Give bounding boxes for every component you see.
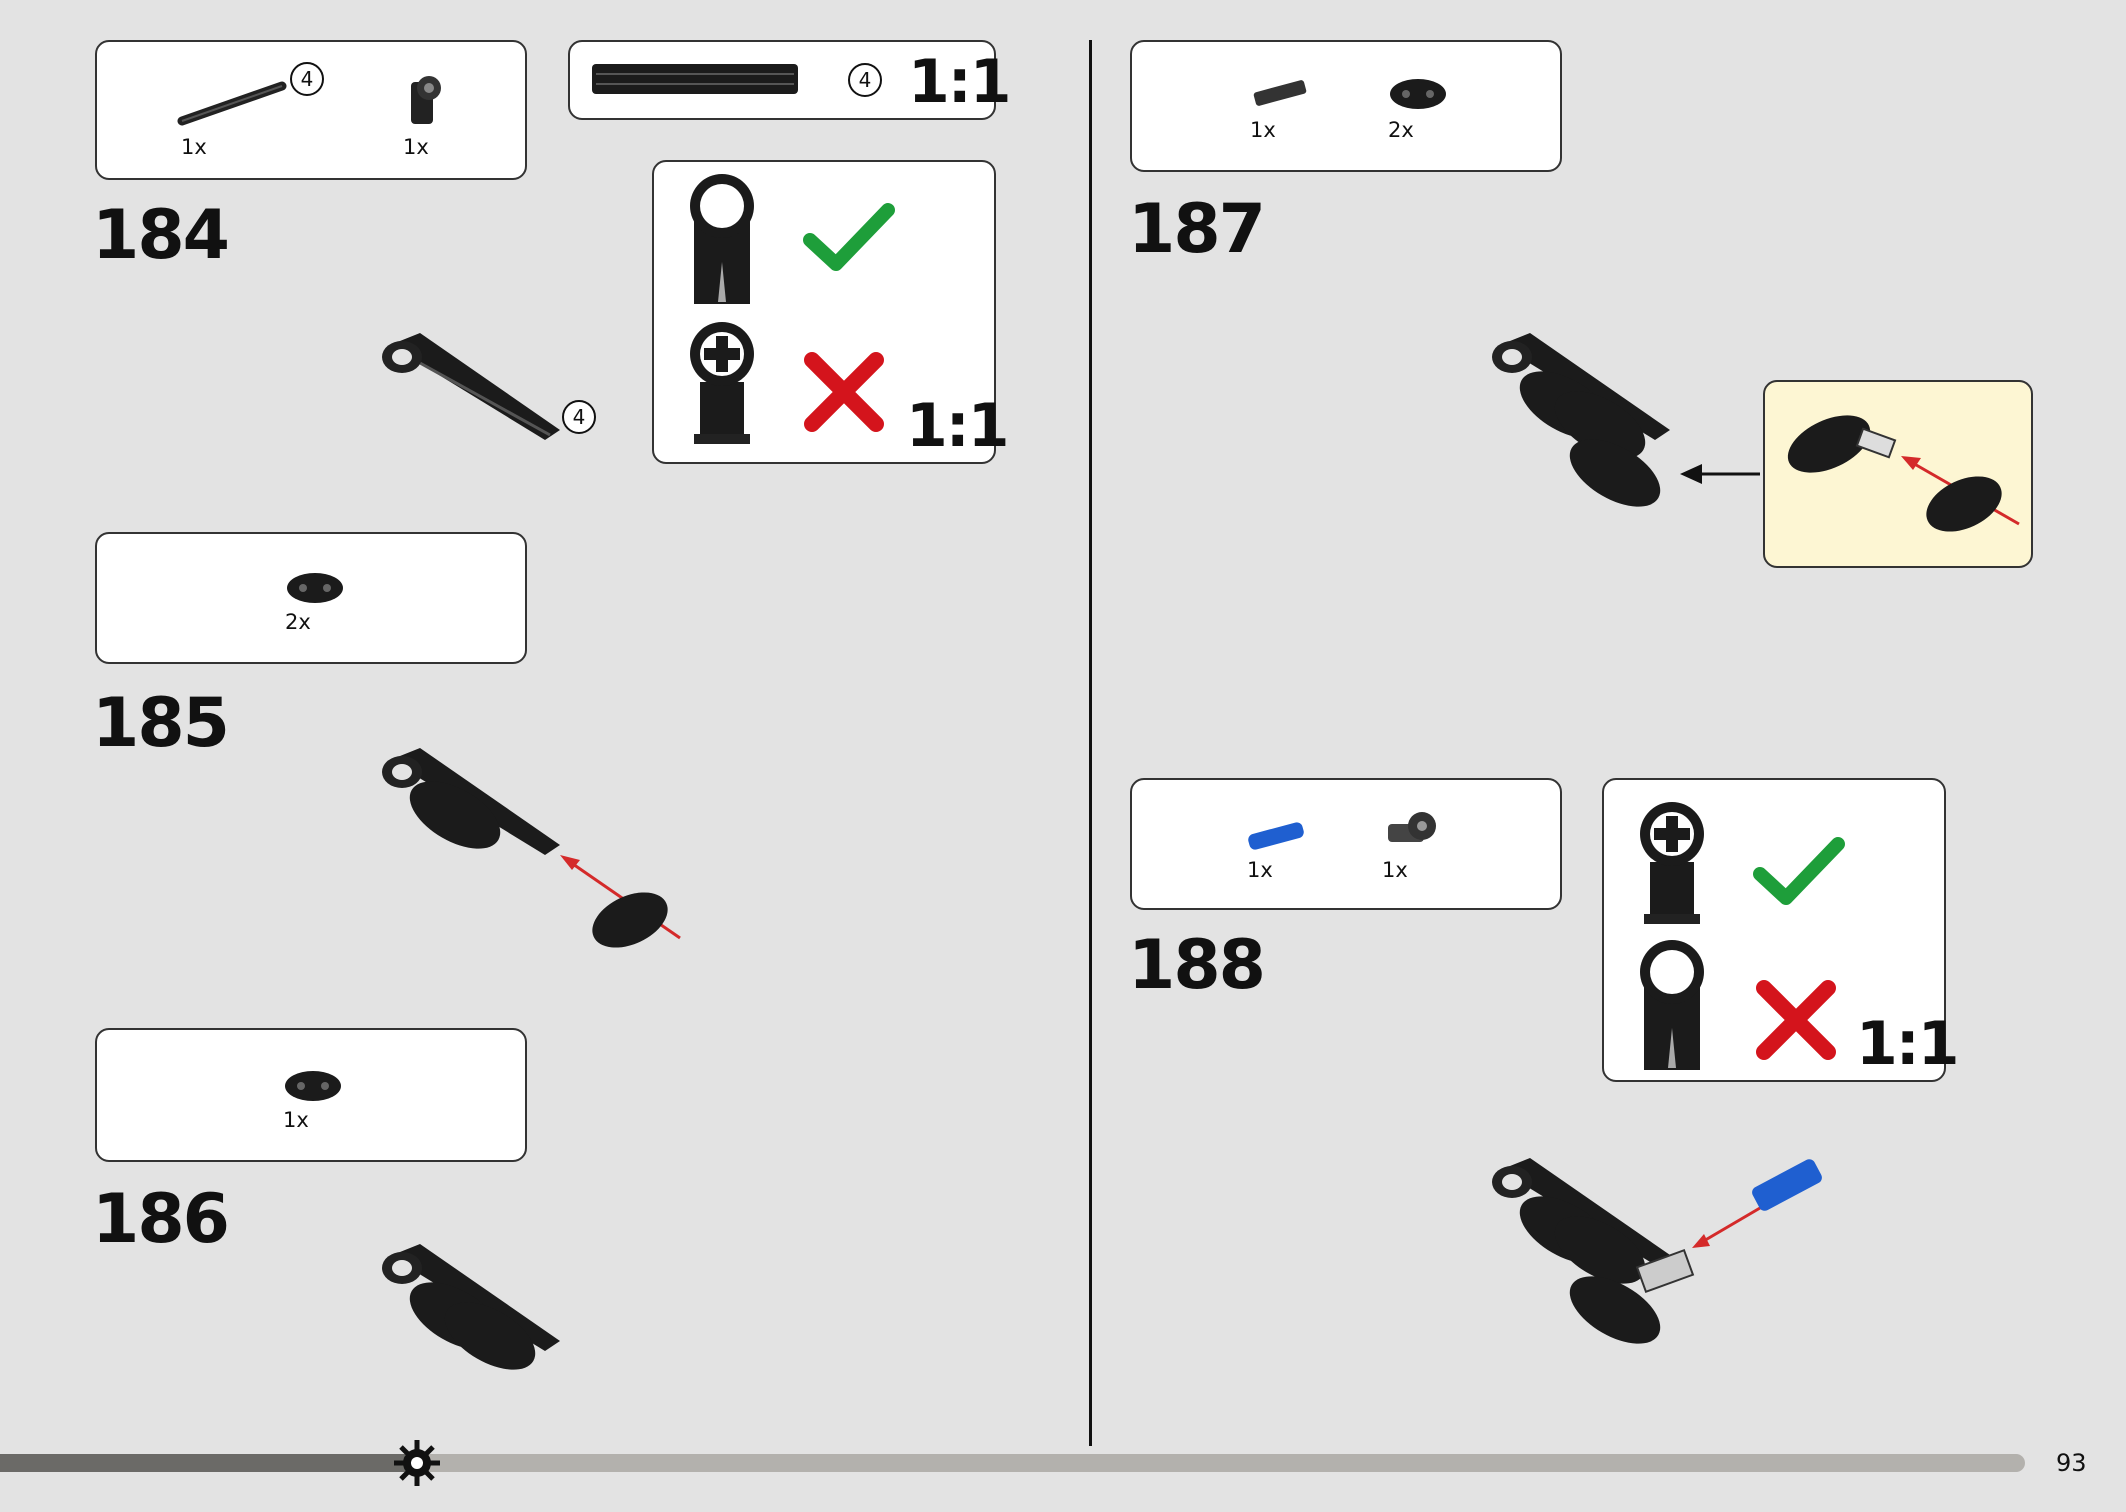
blue-pin-part-icon [1248,822,1304,850]
step-number: 188 [1128,926,1266,1005]
axle-length-badge: 4 [562,400,596,434]
connector-part-icon [1388,812,1436,842]
axle-length-badge: 4 [848,63,882,97]
step-number: 185 [92,684,230,763]
page-divider [1089,40,1092,1446]
step-number: 184 [92,196,230,275]
parts-list-188: 1x 1x [1130,778,1562,910]
axle-part-icon [177,81,287,126]
axle-scale-bar-icon [592,64,798,94]
parts-list-186: 1x [95,1028,527,1162]
beam-round-hole-icon [690,174,754,304]
progress-fill [0,1454,405,1472]
gear-icon [394,1440,440,1486]
beam-round-hole-icon [1640,940,1704,1070]
check-icon [1753,837,1845,905]
axle-length-badge: 4 [290,62,324,96]
link-part-icon [1390,79,1446,109]
step-number: 187 [1128,190,1266,269]
scale-label: 1:1 [1856,1009,1959,1079]
connector-part-icon [411,76,441,124]
step-184-model-image [382,333,560,440]
step-number: 186 [92,1180,230,1259]
parts-list-187: 1x 2x [1130,40,1562,172]
part-qty: 2x [1388,118,1414,142]
step-187-model-image [1492,333,1670,507]
page-number: 93 [2056,1449,2087,1477]
part-qty: 1x [1382,858,1408,882]
callout-model-image [1787,415,2020,532]
cross-icon [804,352,884,432]
link-part-icon [285,1071,341,1101]
step-186-model-image [382,1244,560,1370]
step-185-model-image [382,748,681,948]
part-qty: 1x [403,135,429,159]
scale-label: 1:1 [908,47,1011,117]
beam-cross-hole-icon [690,322,754,444]
part-qty: 1x [1250,118,1276,142]
step-188-model-image [1492,1158,1822,1344]
parts-list-184: 4 1x 1x [95,40,527,180]
part-qty: 2x [285,610,311,634]
part-qty: 1x [1247,858,1273,882]
part-qty: 1x [181,135,207,159]
link-part-icon [287,573,343,603]
scale-label: 1:1 [906,391,1009,461]
sub-assembly-callout [1763,380,2033,568]
progress-track [0,1454,2025,1472]
cross-icon [1756,980,1836,1060]
callout-arrow-icon [1680,464,1760,484]
orientation-check-box-184: 1:1 [652,160,1009,464]
part-qty: 1x [283,1108,309,1132]
check-icon [803,203,895,271]
axle-scale-box: 4 1:1 [568,40,1011,120]
orientation-check-box-188: 1:1 [1602,778,1959,1082]
parts-list-185: 2x [95,532,527,664]
beam-cross-hole-icon [1640,802,1704,924]
pin-part-icon [1253,80,1307,106]
